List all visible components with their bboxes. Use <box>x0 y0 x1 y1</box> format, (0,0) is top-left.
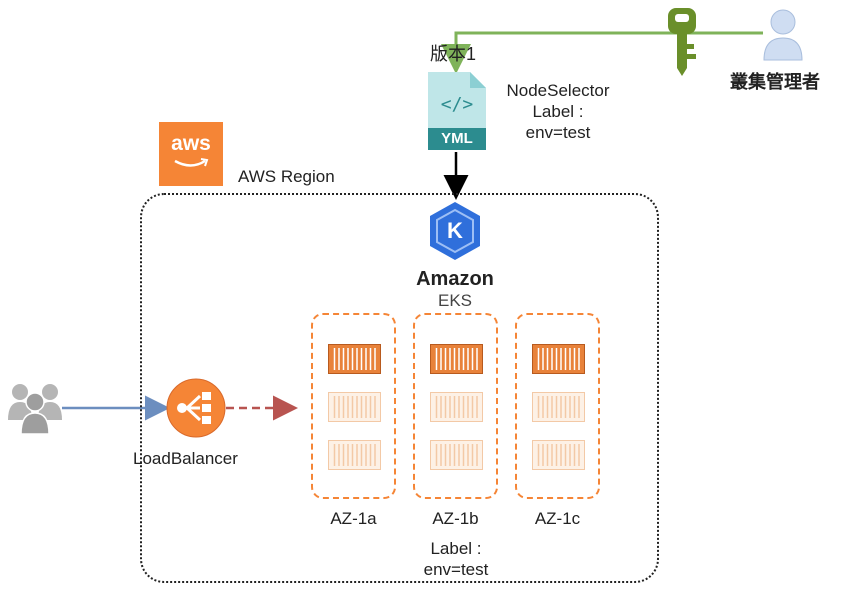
note-line-2: Label : <box>532 102 584 121</box>
az-1c-box <box>515 313 600 499</box>
node-selector-note: NodeSelector Label : env=test <box>492 80 624 143</box>
node-container-icon <box>328 392 381 422</box>
node-container-icon <box>532 344 585 374</box>
yaml-file-icon: </> YML <box>428 72 486 150</box>
aws-logo: aws <box>159 122 223 186</box>
node-container-icon <box>328 344 381 374</box>
node-container-icon <box>430 440 483 470</box>
node-container-icon <box>532 392 585 422</box>
node-container-icon <box>328 440 381 470</box>
node-container-icon <box>430 392 483 422</box>
az-1a-box <box>311 313 396 499</box>
zone-note-line-2: env=test <box>423 560 489 579</box>
admin-to-yaml-connector <box>441 31 763 74</box>
note-line-3: env=test <box>525 123 591 142</box>
az-1a-label: AZ-1a <box>330 509 377 528</box>
zone-label-note: Label : env=test <box>390 538 522 580</box>
kubernetes-icon <box>430 202 480 260</box>
load-balancer-icon <box>166 378 226 438</box>
eks-sub: EKS <box>437 291 473 310</box>
az-1b-label: AZ-1b <box>432 509 479 528</box>
eks-icon-letter: K <box>447 218 463 243</box>
code-glyph-icon: </> <box>440 94 474 115</box>
admin-label: 叢集管理者 <box>730 72 820 92</box>
version-label: 版本1 <box>430 44 477 64</box>
eks-name: Amazon <box>416 268 494 290</box>
aws-logo-text: aws <box>171 132 211 155</box>
admin-user-icon <box>763 9 803 61</box>
note-line-1: NodeSelector <box>506 81 610 100</box>
zone-note-line-1: Label : <box>430 539 482 558</box>
az-1c-label: AZ-1c <box>534 509 581 528</box>
users-group-icon <box>8 384 62 435</box>
node-container-icon <box>532 440 585 470</box>
az-1b-box <box>413 313 498 499</box>
aws-region-label: AWS Region <box>238 167 335 186</box>
aws-smile-icon <box>174 158 209 167</box>
node-container-icon <box>430 344 483 374</box>
aws-region-boundary <box>140 193 659 583</box>
load-balancer-label: LoadBalancer <box>133 449 238 468</box>
key-icon <box>668 8 696 76</box>
yaml-badge: YML <box>441 130 473 147</box>
